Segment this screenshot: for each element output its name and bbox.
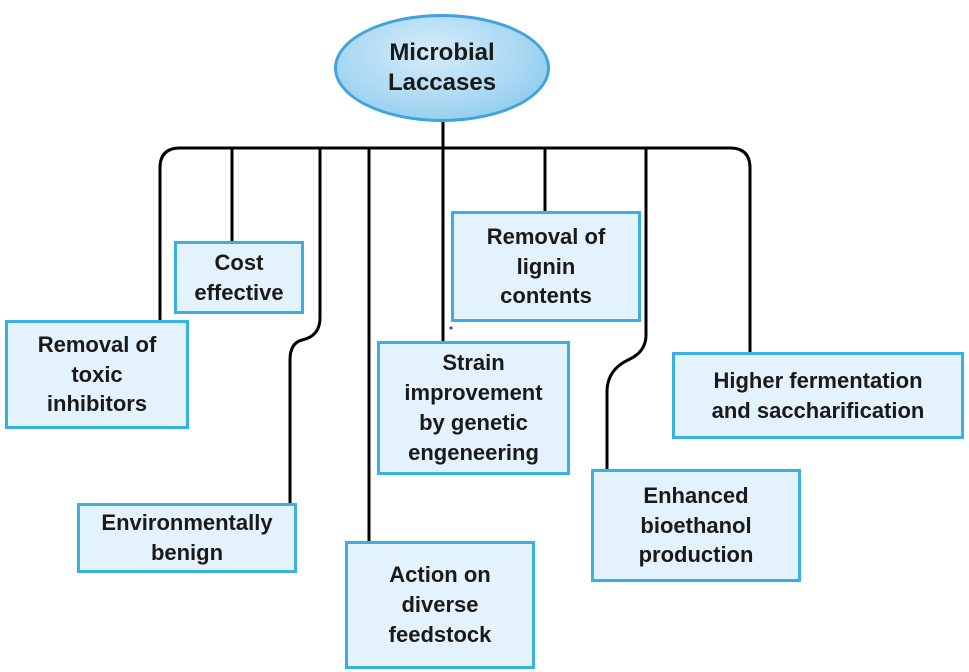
node-cost-effective: Cost effective: [174, 241, 304, 314]
root-node-label: Microbial Laccases: [387, 39, 497, 96]
node-removal-of-lignin-contents: Removal of lignin contents: [451, 211, 641, 322]
node-label: Action on diverse feedstock: [388, 562, 492, 647]
node-higher-fermentation-and-saccharification: Higher fermentation and saccharification: [672, 352, 964, 439]
node-enhanced-bioethanol-production: Enhanced bioethanol production: [591, 469, 801, 582]
node-label: Strain improvement by genetic engeneerin…: [404, 350, 543, 465]
node-strain-improvement: Strain improvement by genetic engeneerin…: [377, 341, 570, 475]
node-label: Higher fermentation and saccharification: [711, 367, 925, 423]
node-action-on-diverse-feedstock: Action on diverse feedstock: [345, 541, 535, 669]
node-environmentally-benign: Environmentally benign: [77, 503, 297, 573]
node-label: Cost effective: [194, 249, 284, 305]
node-removal-of-toxic-inhibitors: Removal of toxic inhibitors: [5, 320, 189, 429]
node-label: Environmentally benign: [101, 510, 273, 565]
connector-enhanced-bioethanol: [605, 146, 648, 471]
connector-environmentally-benign: [288, 146, 322, 505]
node-label: Enhanced bioethanol production: [638, 482, 754, 568]
main-bus: [158, 146, 752, 354]
stray-dot: [449, 326, 453, 330]
node-label: Removal of lignin contents: [486, 223, 606, 309]
root-node-microbial-laccases: Microbial Laccases: [334, 14, 550, 122]
node-label: Removal of toxic inhibitors: [37, 331, 157, 417]
